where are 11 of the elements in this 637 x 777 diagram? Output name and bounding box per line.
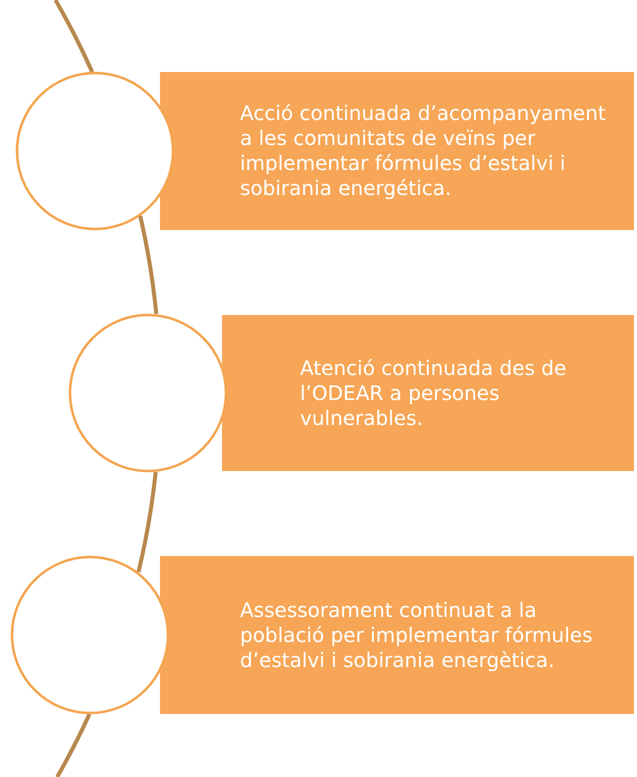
description-text: Acció continuada d’acompanyament a les comunitats de veïns per implementar fórmules d’estalvi i sobirania energética. — [240, 101, 607, 201]
circle-marker — [15, 71, 175, 231]
description-text: Assessorament continuat a la població per implementar fórmules d’estalvi i sobirania energètica. — [240, 598, 594, 672]
description-text: Atenció continuada des de l’ODEAR a persones vulnerables. — [300, 356, 568, 430]
connector-line — [138, 216, 158, 314]
text-panel — [160, 72, 634, 230]
circle-marker — [10, 555, 170, 715]
connector-line — [136, 472, 158, 572]
text-panel — [160, 556, 634, 714]
circle-marker — [68, 313, 228, 473]
text-panel — [222, 315, 634, 471]
